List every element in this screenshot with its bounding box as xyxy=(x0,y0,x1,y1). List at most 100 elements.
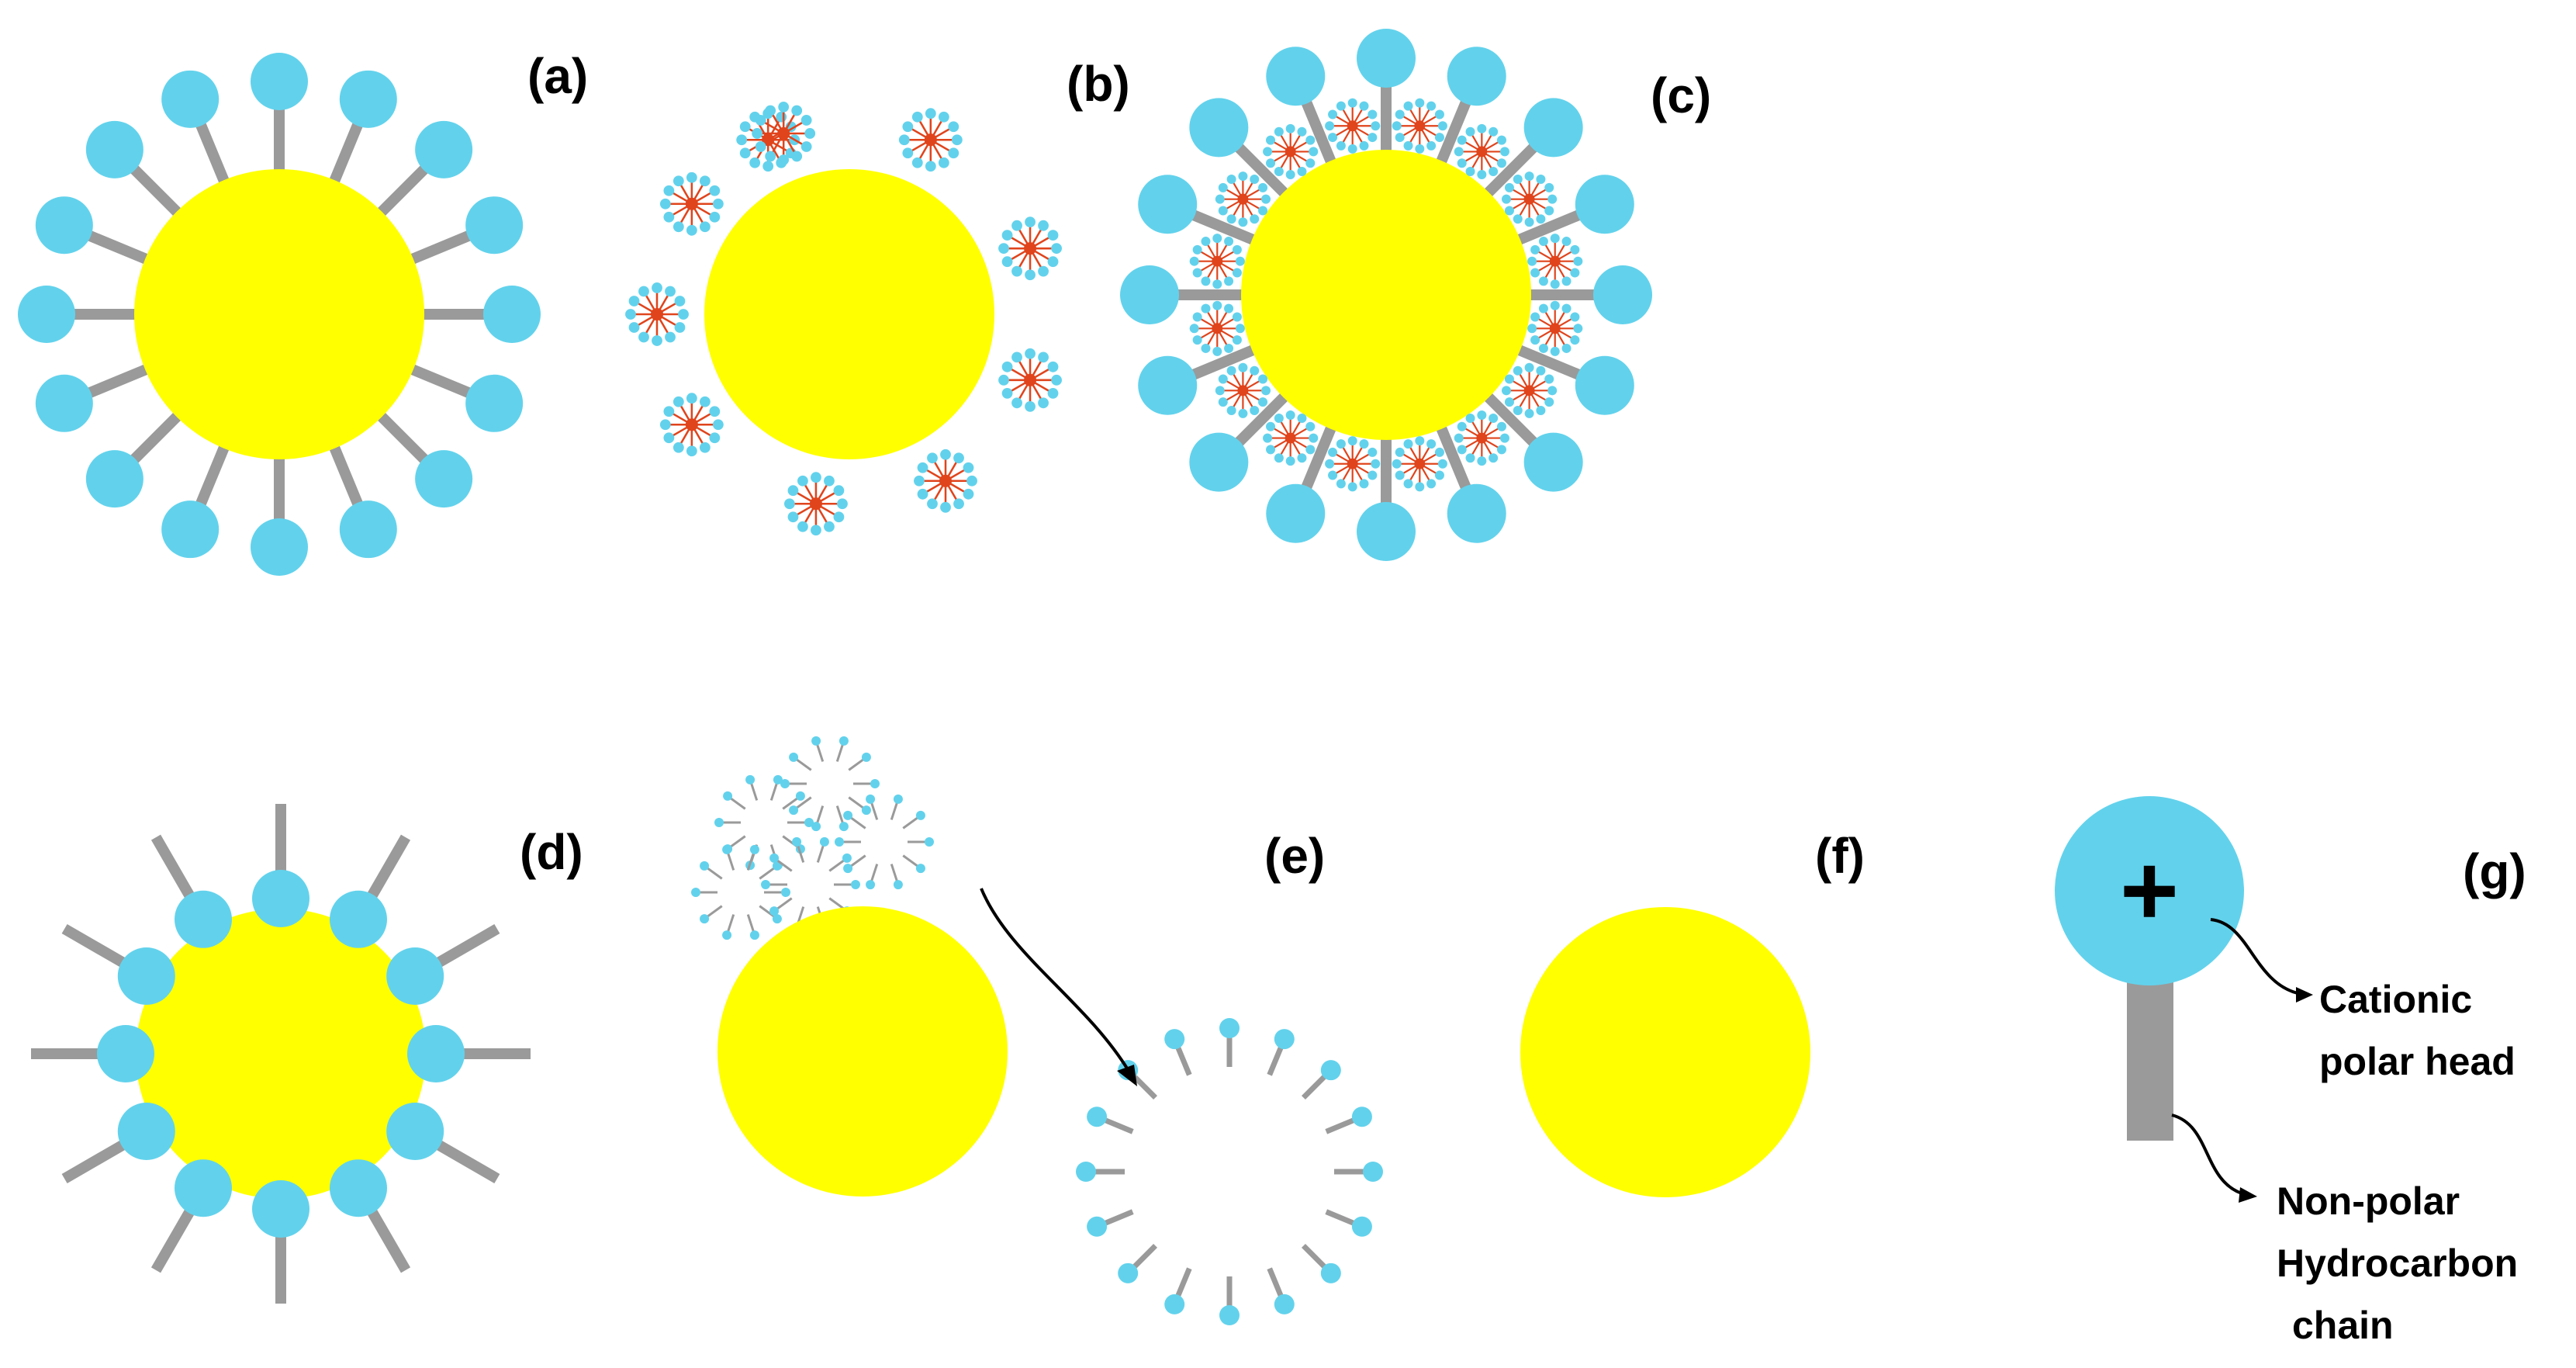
micelle-head xyxy=(1238,362,1248,372)
micelle-core xyxy=(1237,385,1249,397)
micelle-head xyxy=(1305,421,1316,431)
surfactant-head xyxy=(769,906,780,916)
micelle-head xyxy=(1263,147,1273,157)
surfactant-head xyxy=(773,774,783,784)
micelle-head xyxy=(659,198,671,210)
micelle-head xyxy=(686,393,697,404)
surfactant-head xyxy=(842,853,852,863)
micelle-head xyxy=(1513,214,1523,224)
micelle-head xyxy=(1224,303,1234,313)
micelle-head xyxy=(709,432,721,444)
micelle-head xyxy=(953,498,964,510)
panel-e-free-micelle xyxy=(1076,1018,1383,1325)
micelle-head xyxy=(1368,447,1378,457)
micelle-head xyxy=(1224,343,1234,353)
surfactant-tail xyxy=(192,115,234,195)
surfactant-head xyxy=(465,196,524,255)
micelle-core xyxy=(939,474,953,487)
micelle-head xyxy=(917,462,928,473)
surfactant-head xyxy=(1523,98,1583,158)
surfactant-head xyxy=(1118,1262,1139,1283)
panel-a-tails xyxy=(66,101,493,528)
micelle-head xyxy=(1266,445,1276,455)
micelle-head xyxy=(1011,397,1022,409)
micelle-head xyxy=(1305,135,1316,145)
micelle-head xyxy=(1025,269,1036,281)
micelle-head xyxy=(1465,453,1475,463)
micelle-head xyxy=(925,108,936,119)
micelle-head xyxy=(1001,361,1013,372)
micelle-head xyxy=(1465,126,1475,137)
micelle-head xyxy=(638,286,649,297)
micelle-head xyxy=(1266,158,1276,168)
surfactant-head xyxy=(1351,1216,1372,1237)
surfactant-head xyxy=(866,880,876,890)
micelle-head xyxy=(1336,140,1346,151)
surfactant-tail xyxy=(192,434,234,514)
micelle-head xyxy=(998,374,1009,386)
micelle-head xyxy=(1297,413,1307,423)
micelle-head xyxy=(1047,387,1059,399)
surfactant-head xyxy=(1320,1262,1341,1283)
micelle-head xyxy=(652,335,662,346)
micelle-head xyxy=(1192,312,1202,322)
surfactant-head xyxy=(835,837,844,847)
micelle-head xyxy=(1457,135,1467,145)
surfactant-head xyxy=(1138,355,1198,415)
micelle-head xyxy=(778,154,790,165)
surfactant-head xyxy=(691,888,700,897)
surfactant-head xyxy=(1219,1305,1240,1325)
micelle-head xyxy=(1395,133,1405,143)
micelle-head xyxy=(1570,335,1580,345)
panel-d: (d) xyxy=(31,804,583,1304)
surfactant-head xyxy=(1138,175,1198,234)
surfactant-head xyxy=(811,736,821,746)
micelle-head xyxy=(1201,276,1211,286)
micelle-head xyxy=(1496,421,1506,431)
surfactant-head xyxy=(861,805,871,816)
surfactant-tail xyxy=(368,403,434,469)
panel-label-e: (e) xyxy=(1264,828,1325,884)
micelle-head xyxy=(1544,206,1554,216)
micelle-head xyxy=(1368,109,1378,119)
micelle-head xyxy=(1415,98,1425,108)
surfactant-head xyxy=(1164,1029,1185,1050)
micelle-head xyxy=(1496,445,1506,455)
micelle-head xyxy=(1047,256,1059,268)
micelle-head xyxy=(1038,352,1049,363)
micelle-head xyxy=(1570,312,1580,322)
panel-label-g: (g) xyxy=(2463,843,2526,899)
surfactant-head xyxy=(2055,796,2244,985)
micelle-head xyxy=(1501,386,1511,396)
micelle-head xyxy=(1547,386,1558,396)
surfactant-tail xyxy=(80,227,160,269)
micelle-head xyxy=(1258,182,1268,192)
micelle-head xyxy=(1325,459,1335,469)
micelle-head xyxy=(1336,479,1346,489)
micelle-head xyxy=(833,511,845,523)
micelle-head xyxy=(1544,374,1554,384)
micelle-head xyxy=(1415,482,1425,492)
micelle-head xyxy=(1477,170,1487,180)
surfactant-head xyxy=(915,864,925,874)
surfactant-tail xyxy=(1475,140,1541,206)
micelle-head xyxy=(1477,123,1487,133)
surfactant-head xyxy=(1266,47,1326,106)
micelle-head xyxy=(1536,365,1546,376)
micelle-head xyxy=(1504,206,1514,216)
surfactant-head xyxy=(1523,432,1583,492)
surfactant-head xyxy=(1189,98,1249,158)
surfactant-head xyxy=(804,818,814,827)
micelle-head xyxy=(1347,436,1357,446)
surfactant-head xyxy=(870,779,880,788)
surfactant-head xyxy=(252,1180,309,1238)
micelle-head xyxy=(1201,343,1211,353)
micelle-head xyxy=(686,224,697,236)
micelle-head xyxy=(1437,459,1447,469)
micelle-head xyxy=(1261,386,1271,396)
surfactant-tail xyxy=(1187,208,1267,250)
micelle-head xyxy=(1530,244,1540,255)
surfactant-head xyxy=(85,120,143,178)
micelle-core xyxy=(1023,373,1037,386)
micelle-core xyxy=(1414,120,1426,132)
